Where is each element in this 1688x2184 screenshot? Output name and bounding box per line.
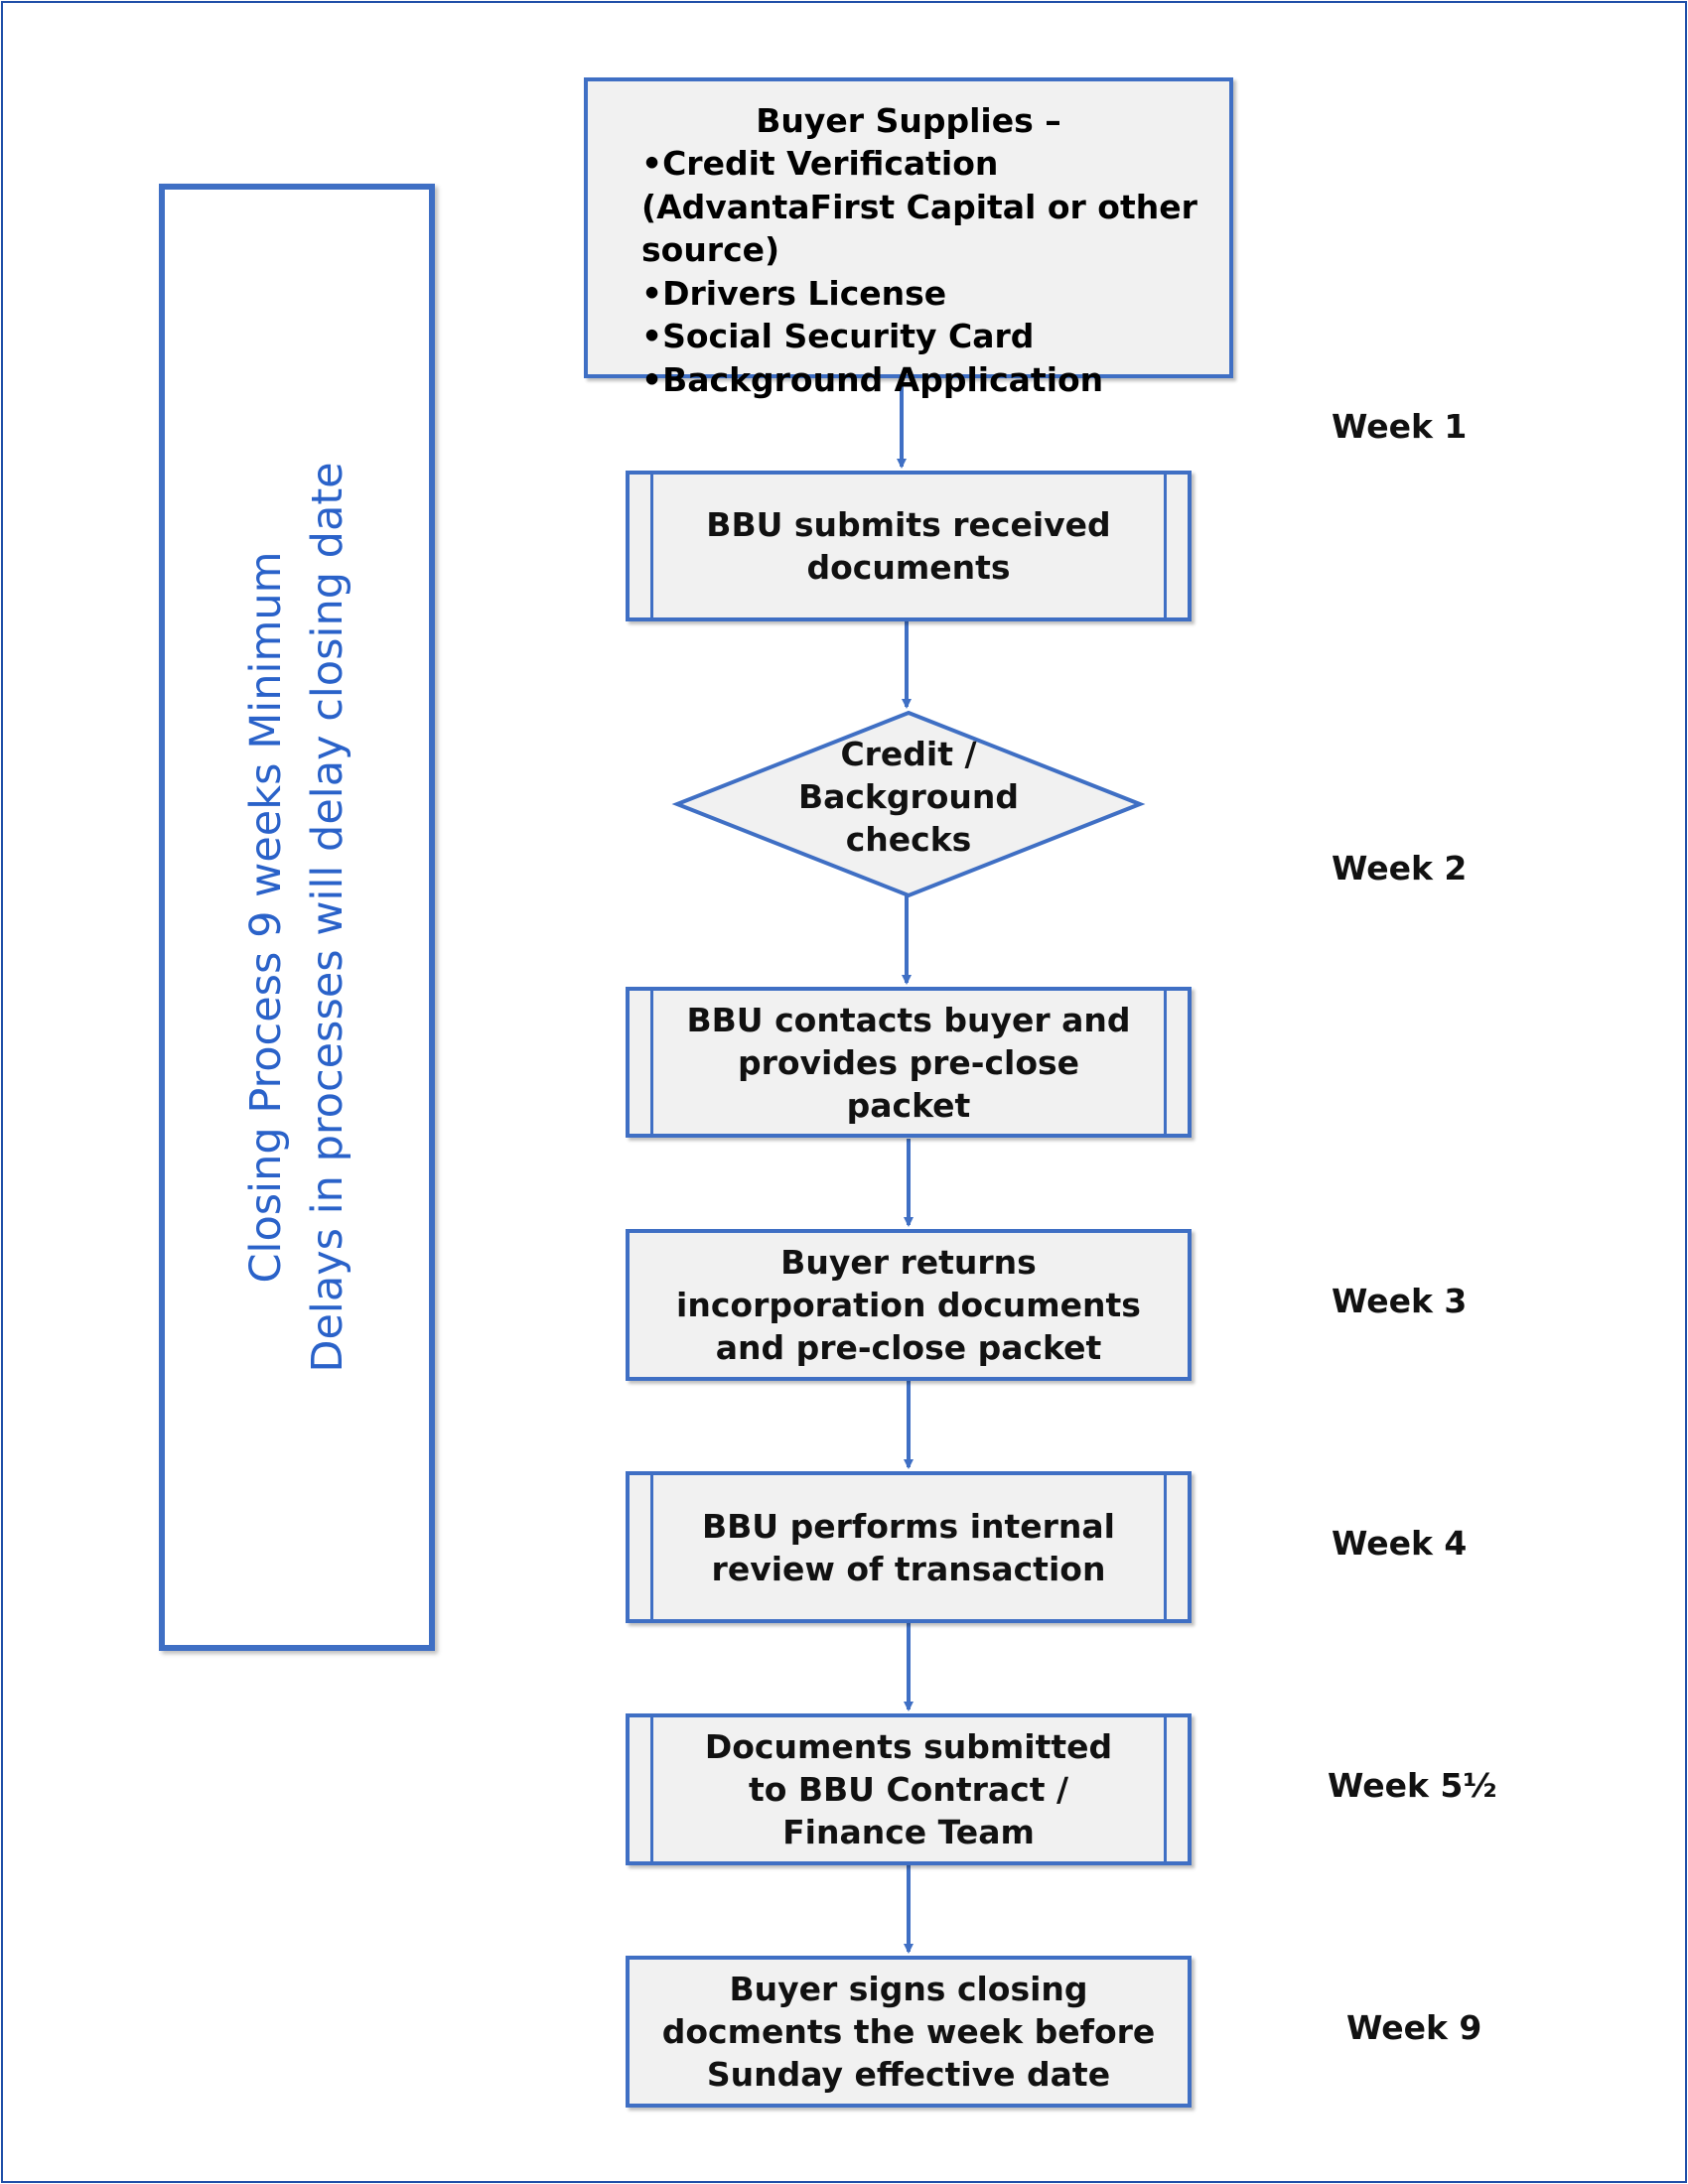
timeline-note-panel (159, 184, 435, 1651)
buyer-signs-label: Buyer signs closing docments the week be… (661, 1970, 1156, 2094)
timeline-note-line-1: Closing Process 9 weeks Minimum (241, 551, 291, 1284)
bbu-review-label: BBU performs internal review of transact… (702, 1506, 1115, 1588)
buyer-supplies-item-credit: •Credit Verification (AdvantaFirst Capit… (641, 144, 1197, 269)
buyer-supplies-item-background: •Background Application (641, 359, 1104, 399)
week-2-label: Week 2 (1332, 849, 1468, 887)
docs-submitted-label: Documents submitted to BBU Contract / Fi… (704, 1727, 1113, 1851)
week-9-label: Week 9 (1346, 2008, 1482, 2047)
week-5-half-label: Week 5½ (1328, 1766, 1497, 1805)
timeline-note-text: Closing Process 9 weeks Minimum Delays i… (235, 371, 358, 1463)
bbu-contacts-label: BBU contacts buyer and provides pre-clos… (686, 1000, 1131, 1125)
week-4-label: Week 4 (1332, 1524, 1468, 1563)
buyer-supplies-item-ssn: •Social Security Card (641, 317, 1035, 355)
docs-submitted-box: Documents submitted to BBU Contract / Fi… (626, 1713, 1192, 1865)
buyer-returns-label: Buyer returns incorporation documents an… (676, 1243, 1141, 1367)
buyer-supplies-item-license: •Drivers License (641, 273, 947, 313)
week-3-label: Week 3 (1332, 1282, 1468, 1320)
buyer-signs-box: Buyer signs closing docments the week be… (626, 1956, 1192, 2108)
credit-checks-label: Credit / Background checks (797, 735, 1020, 859)
bbu-submits-label: BBU submits received documents (706, 505, 1111, 587)
bbu-review-box: BBU performs internal review of transact… (626, 1471, 1192, 1623)
buyer-supplies-heading: Buyer Supplies – (756, 101, 1061, 140)
week-1-label: Week 1 (1332, 407, 1468, 446)
decision-diamond (671, 710, 1146, 898)
buyer-returns-box: Buyer returns incorporation documents an… (626, 1229, 1192, 1381)
bbu-submits-box: BBU submits received documents (626, 471, 1192, 621)
timeline-note-line-2: Delays in processes will delay closing d… (303, 462, 352, 1373)
bbu-contacts-box: BBU contacts buyer and provides pre-clos… (626, 987, 1192, 1138)
buyer-supplies-box: Buyer Supplies – •Credit Verification (A… (584, 77, 1233, 399)
